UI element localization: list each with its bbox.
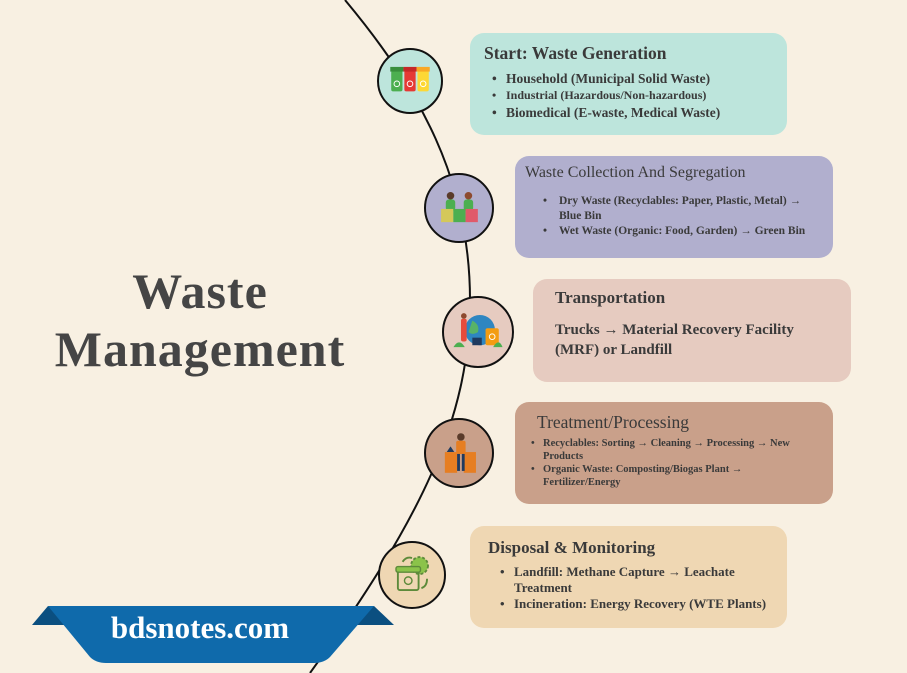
step-card-treatment-processing: Treatment/Processing Recyclables: Sortin… xyxy=(515,402,833,504)
list-item: Biomedical (E-waste, Medical Waste) xyxy=(484,104,773,121)
title-line-1: Waste xyxy=(132,263,268,319)
list-item: Incineration: Energy Recovery (WTE Plant… xyxy=(488,596,769,612)
list-item: Organic Waste: Composting/Biogas Plant →… xyxy=(527,463,821,489)
step-card-disposal-monitoring: Disposal & Monitoring Landfill: Methane … xyxy=(470,526,787,628)
title-line-2: Management xyxy=(54,321,346,377)
step-heading: Start: Waste Generation xyxy=(484,43,667,63)
waste-bins-icon xyxy=(377,48,443,114)
step-text: Trucks → Material Recovery Facility (MRF… xyxy=(555,322,794,358)
step-list: Household (Municipal Solid Waste) Indust… xyxy=(484,70,773,121)
step-heading: Transportation xyxy=(555,288,666,307)
step-heading: Disposal & Monitoring xyxy=(488,538,656,557)
step-list: Recyclables: Sorting → Cleaning → Proces… xyxy=(527,437,821,489)
list-item: Industrial (Hazardous/Non-hazardous) xyxy=(484,87,773,104)
step-card-collection-segregation: Waste Collection And Segregation Dry Was… xyxy=(515,156,833,258)
site-url-link[interactable]: bdsnotes.com xyxy=(110,610,290,645)
step-list: Dry Waste (Recyclables: Paper, Plastic, … xyxy=(525,194,823,239)
site-banner xyxy=(32,606,394,663)
step-heading: Treatment/Processing xyxy=(537,412,689,432)
step-list: Landfill: Methane Capture → Leachate Tre… xyxy=(488,564,769,612)
step-card-transportation: Transportation Trucks → Material Recover… xyxy=(533,279,851,382)
step-heading: Waste Collection And Segregation xyxy=(525,164,746,181)
list-item: Household (Municipal Solid Waste) xyxy=(484,70,773,87)
recycle-bin-gear-icon xyxy=(378,541,446,609)
globe-recycling-icon xyxy=(442,296,514,368)
people-sorting-waste-icon xyxy=(424,173,494,243)
list-item: Wet Waste (Organic: Food, Garden) → Gree… xyxy=(525,224,823,239)
step-card-waste-generation: Start: Waste Generation Household (Munic… xyxy=(470,33,787,135)
page-title: Waste Management xyxy=(20,262,380,378)
list-item: Dry Waste (Recyclables: Paper, Plastic, … xyxy=(525,194,823,224)
list-item: Recyclables: Sorting → Cleaning → Proces… xyxy=(527,437,821,463)
list-item: Landfill: Methane Capture → Leachate Tre… xyxy=(488,564,769,596)
person-disposing-waste-icon xyxy=(424,418,494,488)
